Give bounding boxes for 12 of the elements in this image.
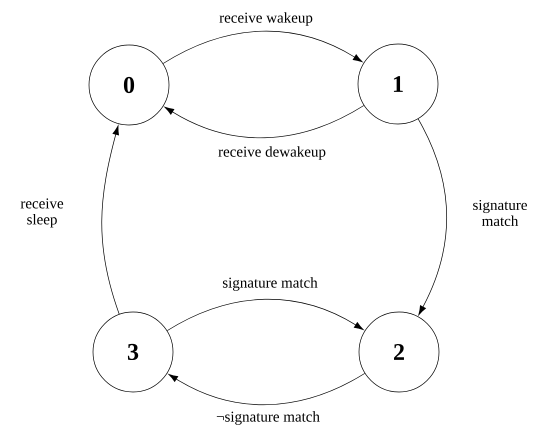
edge-label: receive wakeup: [218, 11, 314, 27]
edge-label: receive dewakeup: [217, 145, 327, 161]
edge-label: signature match: [464, 198, 534, 228]
arrow: [418, 118, 448, 316]
arrow: [168, 373, 366, 406]
arrow: [101, 125, 120, 314]
edge-label: signature match: [221, 276, 319, 292]
edge-label: ¬signature match: [215, 410, 321, 426]
arrow: [164, 105, 364, 138]
arrow: [166, 298, 364, 331]
arrow: [162, 30, 363, 64]
edge-label: receive sleep: [11, 197, 73, 229]
